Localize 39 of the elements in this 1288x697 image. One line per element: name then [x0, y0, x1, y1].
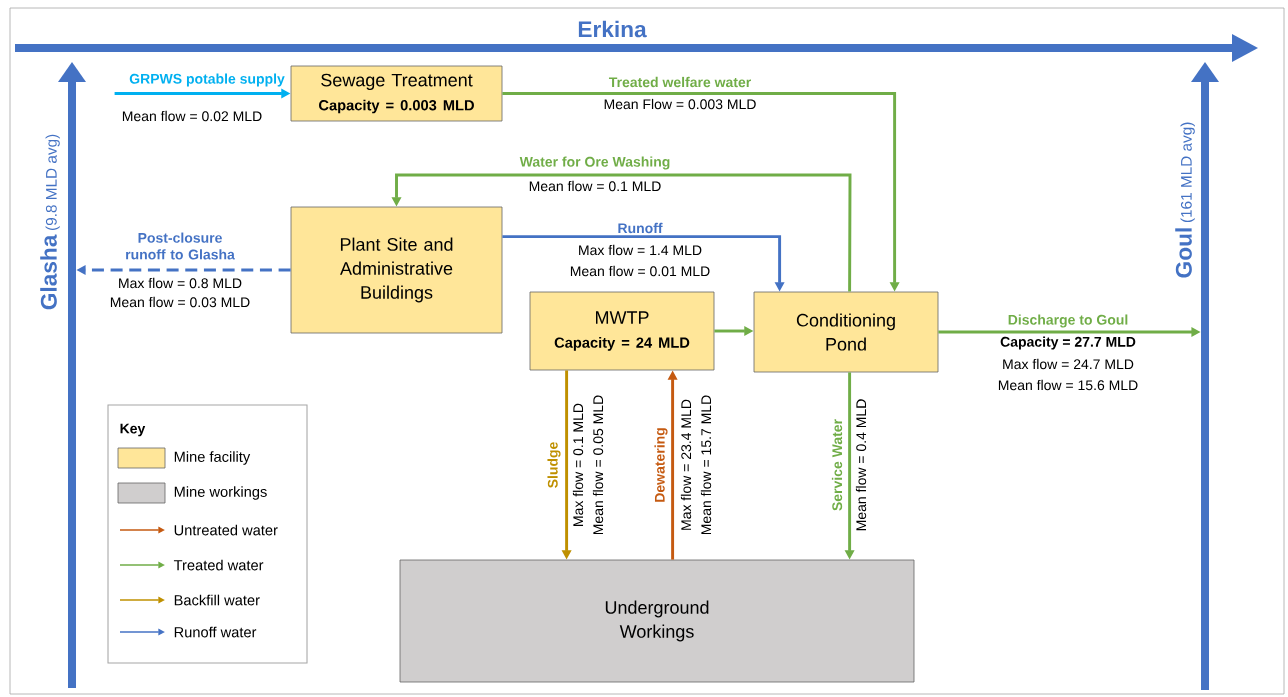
facility-box: Conditioning Pond: [753, 291, 939, 373]
legend-title: Key: [120, 423, 146, 437]
flow-label: Treated welfare water: [609, 76, 751, 88]
facility-box: Plant Site and Administrative Buildings: [290, 206, 503, 334]
flow-value: Mean flow = 15.6 MLD: [998, 379, 1138, 391]
legend-label: Backfill water: [174, 594, 260, 606]
flow-label: Discharge to Goul: [1008, 314, 1128, 328]
legend-label: Treated water: [173, 559, 264, 571]
flow-value: Capacity = 27.7 MLD: [1000, 336, 1136, 350]
flow-value: Max flow = 1.4 MLD: [579, 244, 702, 256]
legend-label: Mine facility: [174, 451, 251, 465]
legend-label: Untreated water: [174, 524, 278, 536]
flow-value: Max flow = 23.4 MLD: [680, 399, 692, 530]
flow-label: Runoff: [618, 222, 663, 234]
legend-label: Mine workings: [174, 486, 267, 500]
river-name: Erkina: [578, 20, 647, 38]
facility-box: Underground Workings: [399, 559, 915, 683]
flow-label: GRPWS potable supply: [129, 73, 285, 87]
flow-value: Mean flow = 15.7 MLD: [700, 395, 712, 535]
flow-value: Mean flow = 0.01 MLD: [570, 265, 710, 277]
flow-label: Service Water: [831, 419, 843, 511]
flow-label: Sludge: [547, 442, 561, 488]
flow-value: Mean flow = 0.05 MLD: [592, 395, 604, 535]
flow-value: Mean flow = 0.02 MLD: [122, 110, 262, 122]
legend-label: Runoff water: [174, 626, 257, 638]
flow-value: Mean flow = 0.03 MLD: [110, 296, 250, 308]
facility-box: Sewage Treatment Capacity = 0.003 MLD: [290, 65, 503, 122]
flow-value: Max flow = 24.7 MLD: [1003, 358, 1134, 370]
river-name: Glasha (9.8 MLD avg): [40, 134, 60, 310]
flow-label: Post-closure runoff to Glasha: [126, 232, 235, 260]
flow-label: Dewatering: [654, 428, 668, 502]
facility-box: MWTP Capacity = 24 MLD: [529, 291, 715, 371]
river-name: Goul (161 MLD avg): [1175, 122, 1195, 278]
flow-value: Mean flow = 0.1 MLD: [529, 180, 661, 192]
flow-value: Max flow = 0.8 MLD: [119, 277, 242, 289]
flow-label: Water for Ore Washing: [519, 156, 670, 170]
flow-value: Max flow = 0.1 MLD: [572, 403, 584, 526]
flow-value: Mean Flow = 0.003 MLD: [604, 98, 756, 110]
flow-value: Mean flow = 0.4 MLD: [855, 399, 867, 531]
